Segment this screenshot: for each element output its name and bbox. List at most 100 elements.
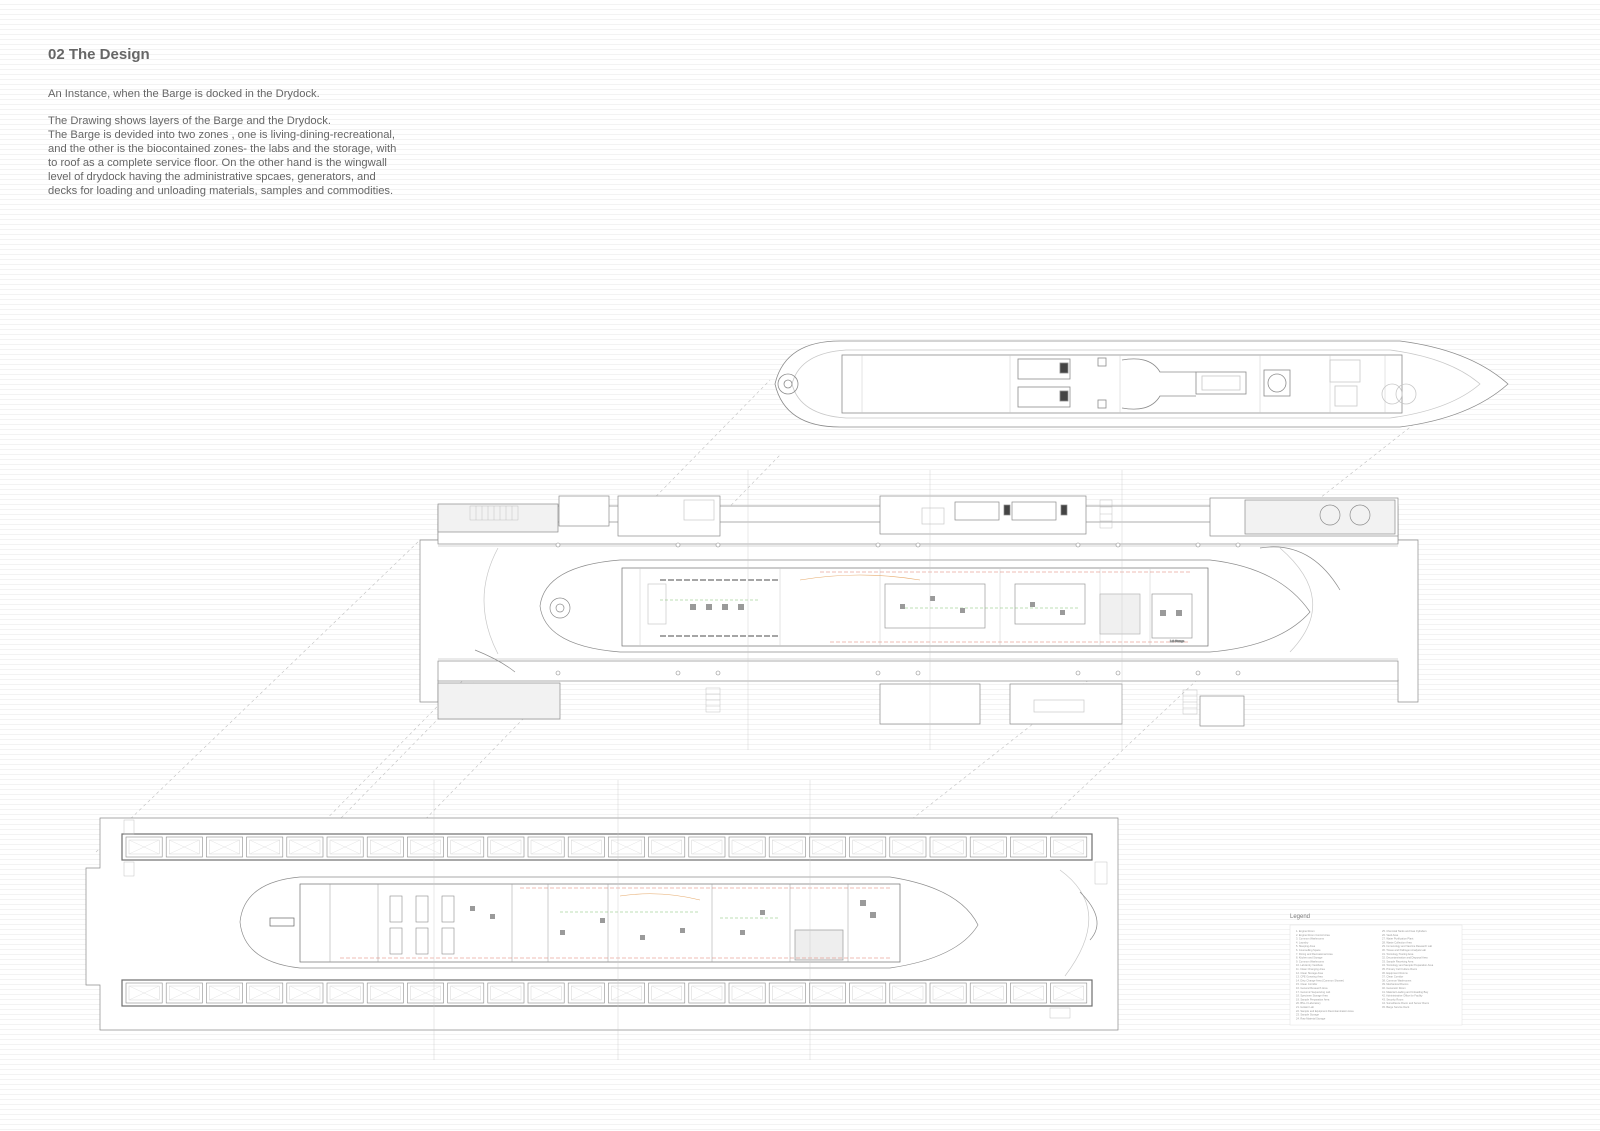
dock-cell-cross bbox=[370, 985, 401, 1001]
dock-cell-cross bbox=[852, 985, 883, 1001]
dock-cell-cross bbox=[530, 839, 562, 855]
dock-cell-cross bbox=[852, 839, 883, 855]
barge-plan-middle: Lab Storage bbox=[539, 559, 1311, 653]
dock-cell-cross bbox=[932, 839, 964, 855]
legend-item: 45. Barge Service Deck bbox=[1382, 1005, 1410, 1009]
dock-cell-inner bbox=[1013, 985, 1044, 1001]
dock-cell-inner bbox=[168, 839, 200, 855]
legend-item: 20. BSL-3 Laboratory bbox=[1296, 1001, 1321, 1005]
dock-cell-cross bbox=[973, 839, 1004, 855]
dock-cell-cross bbox=[651, 985, 682, 1001]
dock-cell-inner bbox=[1053, 985, 1084, 1001]
dock-cell-inner bbox=[249, 985, 281, 1001]
dock-cell-inner bbox=[410, 839, 441, 855]
dock-cell-cross bbox=[490, 839, 522, 855]
dock-cell-cross bbox=[932, 985, 964, 1001]
dock-cell-cross bbox=[611, 839, 642, 855]
legend-item: 24. Raw Material Storage bbox=[1296, 1016, 1326, 1020]
dock-cell-cross bbox=[370, 839, 401, 855]
barge-plan-bottom bbox=[239, 876, 979, 969]
dock-cell-inner bbox=[852, 985, 883, 1001]
dock-cell-cross bbox=[530, 985, 562, 1001]
dock-cell-cross bbox=[128, 839, 160, 855]
dock-cell-cross bbox=[169, 839, 200, 855]
dock-cell-inner bbox=[932, 985, 964, 1001]
dock-cell-cross bbox=[571, 839, 602, 855]
legend-item: 8. Kitchen and Storage bbox=[1296, 956, 1323, 960]
page-title: 02 The Design bbox=[48, 46, 150, 63]
dock-cell-cross bbox=[410, 839, 441, 855]
legend-item: 23. Sample Storage bbox=[1296, 1013, 1319, 1017]
dock-cell-cross bbox=[450, 839, 481, 855]
dock-cell-inner bbox=[691, 839, 723, 855]
dock-cell-cross bbox=[1013, 839, 1044, 855]
legend-item: 3. Common Washrooms bbox=[1296, 937, 1325, 941]
dock-cell-inner bbox=[168, 985, 200, 1001]
legend-item: 32. Decontamination and Disposal Area bbox=[1382, 956, 1428, 960]
drydock-cells-bottom bbox=[125, 982, 1088, 1004]
dock-cell-cross bbox=[289, 985, 321, 1001]
dock-cell-inner bbox=[490, 839, 522, 855]
paragraph-line: and the other is the biocontained zones-… bbox=[48, 143, 397, 155]
description-block: 02 The Design An Instance, when the Barg… bbox=[48, 46, 488, 198]
legend-item: 42. Administrative Office for Facility bbox=[1382, 994, 1423, 998]
dock-cell-cross bbox=[329, 839, 361, 855]
dock-cell-cross bbox=[812, 839, 843, 855]
legend-item: 34. Toxicology and Sample Preparation Ar… bbox=[1382, 963, 1434, 967]
paragraph-line: The Barge is devided into two zones , on… bbox=[48, 129, 396, 141]
dock-cell-inner bbox=[571, 985, 602, 1001]
dock-cell-inner bbox=[490, 985, 522, 1001]
svg-text:Lab Storage: Lab Storage bbox=[1170, 639, 1185, 643]
dock-cell-inner bbox=[530, 985, 562, 1001]
barge-roof-plan bbox=[774, 340, 1509, 428]
dock-cell-cross bbox=[128, 985, 160, 1001]
dock-cell-inner bbox=[370, 985, 401, 1001]
legend-item: 11. Clean Changing Area bbox=[1296, 967, 1325, 971]
dock-cell-inner bbox=[128, 839, 160, 855]
legend-item: 12. Clean Storage Area bbox=[1296, 971, 1324, 975]
dock-cell-inner bbox=[249, 839, 281, 855]
dock-cell-inner bbox=[651, 985, 682, 1001]
legend-item: 7. Dining and Recreational Area bbox=[1296, 952, 1333, 956]
dock-cell-cross bbox=[249, 985, 280, 1001]
dock-cell-cross bbox=[892, 985, 924, 1001]
legend-item: 40. Generator Room bbox=[1382, 986, 1406, 990]
legend-item: 44. Surveillance Room and Server Room bbox=[1382, 1001, 1429, 1005]
legend-item: 18. Specimen Storage Area bbox=[1296, 994, 1328, 998]
legend-item: 26. Vault Area bbox=[1382, 933, 1399, 937]
dock-cell-inner bbox=[571, 839, 602, 855]
legend-item: 39. Mechanical Rooms bbox=[1382, 982, 1409, 986]
dock-cell-inner bbox=[812, 839, 843, 855]
dock-cell-inner bbox=[289, 839, 321, 855]
dock-cell-inner bbox=[772, 985, 803, 1001]
dock-cell-cross bbox=[691, 839, 723, 855]
legend-item: 41. Material Loading and Unloading Bay bbox=[1382, 990, 1429, 994]
paragraph-line: decks for loading and unloading material… bbox=[48, 185, 394, 197]
legend-item: 13. CPE Gowning Area bbox=[1296, 975, 1323, 979]
dock-cell-inner bbox=[329, 839, 361, 855]
legend-item: 30. Tissue and Pathogen Analysis Lab bbox=[1382, 948, 1427, 952]
dock-cell-inner bbox=[973, 985, 1004, 1001]
dock-cell-cross bbox=[731, 839, 763, 855]
drydock-cells-top bbox=[125, 836, 1088, 858]
dock-cell-inner bbox=[1053, 839, 1084, 855]
legend-item: 37. Clean Corridor bbox=[1382, 975, 1403, 979]
legend-item: 9. Common Washrooms bbox=[1296, 959, 1325, 963]
dock-cell-inner bbox=[1013, 839, 1044, 855]
dock-cell-cross bbox=[209, 985, 240, 1001]
dock-cell-cross bbox=[209, 839, 240, 855]
dock-cell-cross bbox=[410, 985, 441, 1001]
dock-cell-cross bbox=[892, 839, 924, 855]
dock-cell-cross bbox=[329, 985, 361, 1001]
dock-cell-cross bbox=[249, 839, 280, 855]
dock-cell-inner bbox=[410, 985, 441, 1001]
dock-cell-cross bbox=[691, 985, 723, 1001]
dock-cell-inner bbox=[209, 985, 240, 1001]
legend-item: 33. Sample Receiving Area bbox=[1382, 959, 1414, 963]
legend-item: 1. Engine Room bbox=[1296, 929, 1315, 933]
dock-cell-inner bbox=[852, 839, 883, 855]
dock-cell-inner bbox=[651, 839, 682, 855]
dock-cell-inner bbox=[370, 839, 401, 855]
